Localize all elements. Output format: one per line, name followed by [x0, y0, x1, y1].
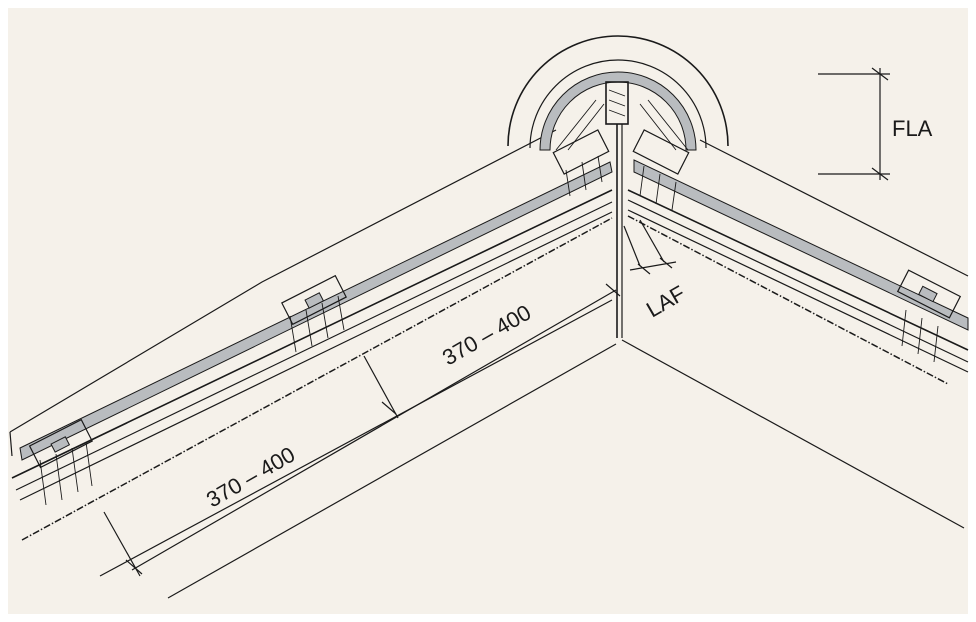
right-roof-slope — [621, 139, 969, 529]
right-tile-clip-lower — [896, 269, 962, 363]
right-tile-clip-upper — [632, 129, 690, 211]
left-membrane — [19, 161, 613, 461]
ridge-tile — [507, 35, 729, 151]
drawing-background — [8, 8, 968, 614]
fla-label: FLA — [892, 116, 933, 141]
left-tile-clip-lower — [28, 418, 93, 506]
right-membrane — [633, 159, 969, 331]
ridge-board — [616, 124, 623, 338]
left-roof-slope — [9, 129, 617, 599]
left-tile-clip-upper — [552, 129, 610, 197]
left-tile-clip-middle — [281, 274, 347, 353]
fla-dimension: FLA — [818, 67, 933, 181]
